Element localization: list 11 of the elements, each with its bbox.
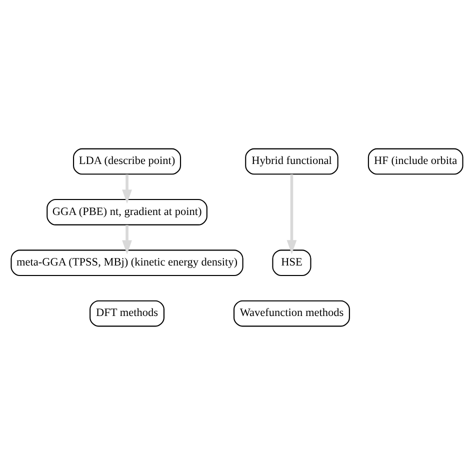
node-box: Hybrid functional xyxy=(245,148,338,174)
node-box: meta-GGA (TPSS, MBj) (kinetic energy density) xyxy=(10,249,244,276)
node-box: HSE xyxy=(272,249,312,276)
arrow xyxy=(122,174,132,204)
node-box: LDA (describe point) xyxy=(73,148,182,174)
node-box: DFT methods xyxy=(90,300,164,326)
node-box: GGA (PBE) nt, gradient at point) xyxy=(46,198,208,225)
arrow xyxy=(122,224,132,254)
arrow xyxy=(286,174,297,254)
node-box: Wavefunction methods xyxy=(233,300,350,326)
node-box: HF (include orbita xyxy=(368,148,464,174)
